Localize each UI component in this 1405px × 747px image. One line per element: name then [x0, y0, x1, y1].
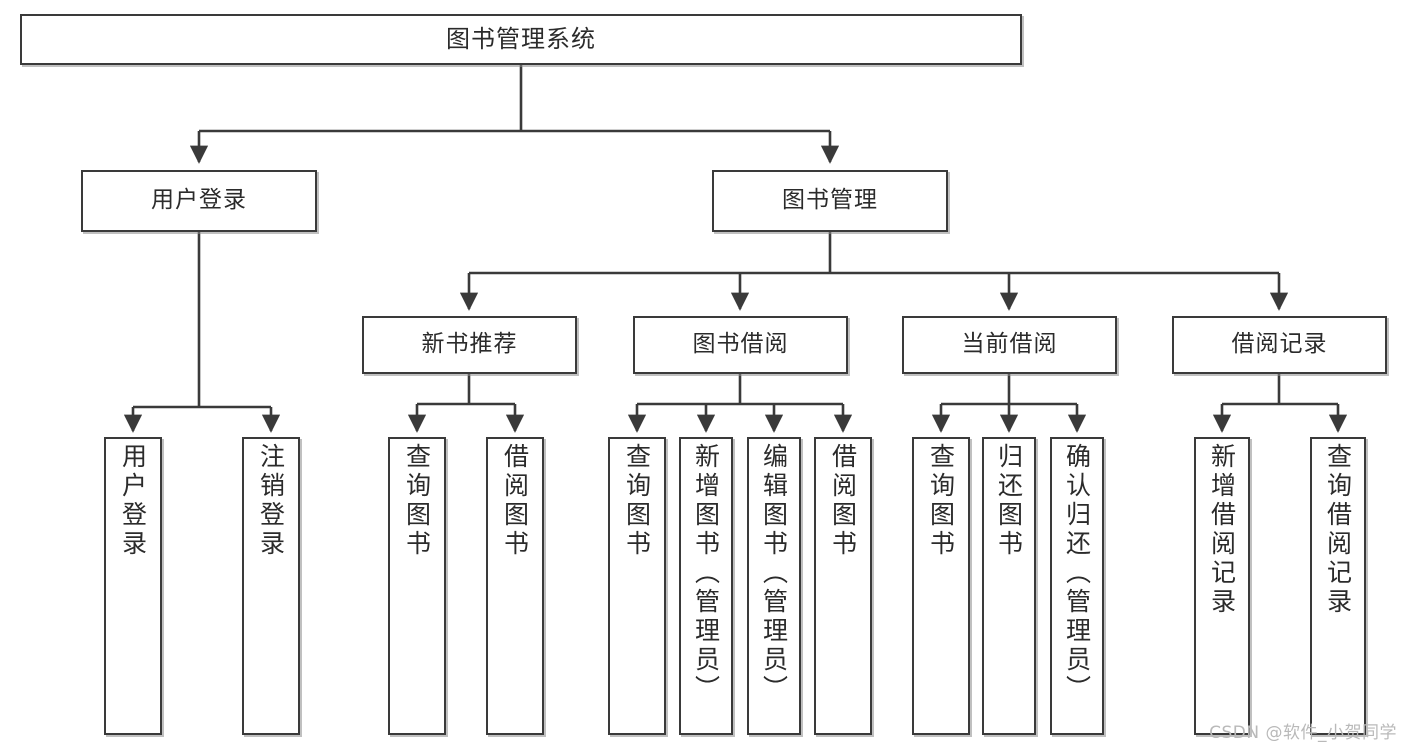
csdn-watermark: CSDN @软件_小贺同学: [1209, 723, 1397, 743]
node-leaf-add-borrow-record[interactable]: 新增借阅记录: [1194, 437, 1250, 735]
node-user-login[interactable]: 用户登录: [81, 170, 317, 232]
node-label: 图书管理系统: [446, 25, 596, 54]
node-label: 图书管理: [782, 187, 878, 214]
node-leaf-user-login[interactable]: 用户登录: [104, 437, 162, 735]
node-book-borrow[interactable]: 图书借阅: [633, 316, 848, 374]
node-leaf-query-borrow-record[interactable]: 查询借阅记录: [1310, 437, 1366, 735]
node-leaf-logout-login[interactable]: 注销登录: [242, 437, 300, 735]
node-leaf-return-book[interactable]: 归还图书: [982, 437, 1036, 735]
node-new-book-recommend[interactable]: 新书推荐: [362, 316, 577, 374]
node-label: 图书借阅: [692, 331, 789, 358]
node-root-system[interactable]: 图书管理系统: [20, 14, 1022, 65]
node-label: 借阅图书: [828, 443, 858, 559]
node-current-borrow[interactable]: 当前借阅: [902, 316, 1117, 374]
node-label: 借阅记录: [1231, 331, 1328, 358]
node-label: 注销登录: [256, 443, 286, 559]
node-label: 确认归还（管理员）: [1062, 443, 1092, 704]
node-leaf-query-book-current[interactable]: 查询图书: [912, 437, 970, 735]
node-borrow-record[interactable]: 借阅记录: [1172, 316, 1387, 374]
node-label: 查询图书: [926, 443, 956, 559]
node-leaf-query-book-recommend[interactable]: 查询图书: [388, 437, 446, 735]
node-leaf-edit-book-admin[interactable]: 编辑图书（管理员）: [747, 437, 801, 735]
node-label: 新增图书（管理员）: [691, 443, 721, 704]
node-label: 编辑图书（管理员）: [759, 443, 789, 704]
node-leaf-query-book-borrow[interactable]: 查询图书: [608, 437, 666, 735]
node-label: 用户登录: [151, 187, 247, 214]
node-label: 查询图书: [622, 443, 652, 559]
node-label: 新增借阅记录: [1207, 443, 1237, 617]
node-book-manage[interactable]: 图书管理: [712, 170, 948, 232]
node-label: 归还图书: [994, 443, 1024, 559]
node-label: 新书推荐: [421, 331, 518, 358]
node-leaf-confirm-return-admin[interactable]: 确认归还（管理员）: [1050, 437, 1104, 735]
node-label: 查询借阅记录: [1323, 443, 1353, 617]
node-leaf-borrow-book-borrow[interactable]: 借阅图书: [814, 437, 872, 735]
node-label: 借阅图书: [500, 443, 530, 559]
node-leaf-add-book-admin[interactable]: 新增图书（管理员）: [679, 437, 733, 735]
node-leaf-borrow-book-recommend[interactable]: 借阅图书: [486, 437, 544, 735]
node-label: 当前借阅: [961, 331, 1058, 358]
node-label: 用户登录: [118, 443, 148, 559]
node-label: 查询图书: [402, 443, 432, 559]
